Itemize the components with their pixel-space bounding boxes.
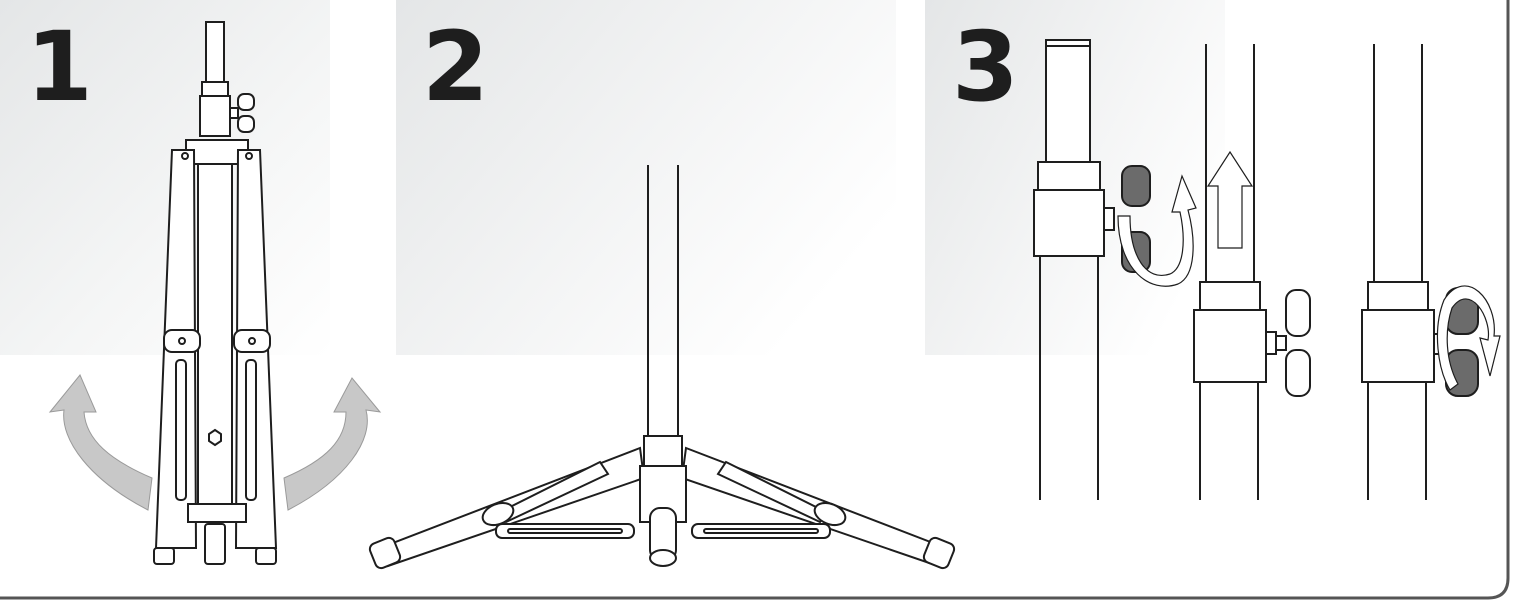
step-3-number: 3 bbox=[952, 11, 1019, 123]
rotate-arrow-cw bbox=[1436, 285, 1501, 391]
wing-nut-knob bbox=[237, 93, 255, 111]
right-unfold-arrow bbox=[283, 377, 382, 511]
pole-raise bbox=[1193, 44, 1311, 500]
step-2-panel: 2 bbox=[368, 0, 956, 570]
left-unfold-arrow bbox=[48, 374, 153, 511]
step-1-panel: 1 bbox=[0, 0, 382, 565]
rotate-arrow-ccw bbox=[1117, 174, 1197, 287]
step-2-background bbox=[396, 0, 896, 355]
step-1-number: 1 bbox=[26, 11, 93, 123]
step-1-background bbox=[0, 0, 330, 355]
step-3-panel: 3 bbox=[925, 0, 1501, 500]
pole-tighten bbox=[1361, 44, 1479, 500]
wing-nut-knob-dark bbox=[1121, 165, 1151, 207]
open-tripod-base bbox=[368, 165, 956, 570]
pole-loosen bbox=[1033, 39, 1151, 500]
raise-up-arrow bbox=[1206, 150, 1254, 249]
folded-tripod bbox=[153, 21, 278, 565]
step-2-number: 2 bbox=[422, 11, 489, 123]
